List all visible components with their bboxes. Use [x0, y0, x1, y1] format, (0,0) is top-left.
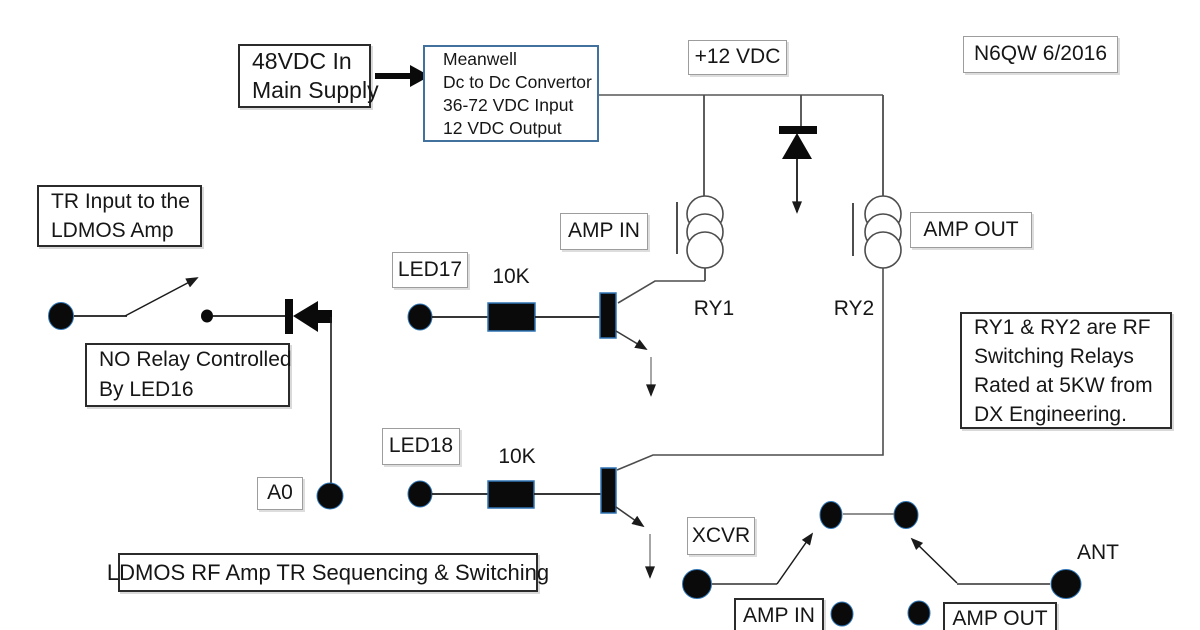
switch-contact-dot: [201, 309, 213, 323]
resistor-10k-bottom-label: 10K: [498, 445, 536, 468]
led18-label-box: LED18: [382, 428, 460, 465]
no-relay-note-box: NO Relay Controlled By LED16: [85, 343, 292, 407]
ry1-label: RY1: [693, 297, 735, 320]
relay-note-line: Switching Relays: [974, 344, 1134, 368]
amp-out-top-box: AMP OUT: [910, 212, 1032, 248]
led17-label-box: LED17: [392, 252, 468, 288]
series-diode-icon: [285, 299, 332, 334]
supply-box-line: Main Supply: [252, 77, 379, 103]
author-stamp: N6QW 6/2016: [963, 36, 1118, 73]
xcvr-label-box: XCVR: [687, 517, 755, 555]
tr-input-box: TR Input to the LDMOS Amp: [37, 185, 202, 247]
converter-box-line: Meanwell: [443, 48, 517, 69]
resistor-10k-top-label: 10K: [492, 265, 530, 288]
resistor-10k-top-icon: [487, 302, 536, 332]
relay-pole-right-dot: [893, 501, 919, 529]
transistor-q18-icon: [600, 467, 617, 514]
resistor-10k-bottom-icon: [487, 480, 535, 509]
a0-label-box: A0: [257, 477, 303, 510]
amp-in-bottom-box: AMP IN: [734, 598, 824, 630]
transistor-q17-icon: [599, 292, 617, 339]
no-relay-switch-arm: [124, 277, 199, 317]
rf-switch-arm-right: [910, 537, 958, 584]
tr-input-box-line: LDMOS Amp: [51, 219, 174, 242]
amp-out-bottom-box: AMP OUT: [943, 602, 1057, 630]
amp-in-throw-dot: [830, 601, 854, 627]
tr-input-box-line: TR Input to the: [51, 190, 190, 213]
amp-out-throw-dot: [907, 600, 931, 626]
no-relay-note-line: NO Relay Controlled: [99, 348, 292, 371]
supply-box: 48VDC In Main Supply: [238, 44, 379, 108]
relay-coil-ry2-icon: [852, 195, 902, 269]
ant-terminal-dot: [1050, 569, 1082, 599]
rf-switch-arm-left: [776, 532, 814, 585]
no-relay-note-line: By LED16: [99, 378, 194, 401]
q17-collector-wire: [617, 280, 705, 304]
converter-box: Meanwell Dc to Dc Convertor 36-72 VDC In…: [423, 45, 599, 142]
relay-note-line: Rated at 5KW from: [974, 373, 1153, 397]
diagram-title-box: LDMOS RF Amp TR Sequencing & Switching: [107, 553, 549, 592]
led17-terminal-dot: [407, 303, 433, 331]
xcvr-terminal-dot: [682, 569, 712, 599]
led18-terminal-dot: [407, 480, 433, 508]
tr-input-terminal-dot: [48, 302, 74, 330]
amp-in-top-box: AMP IN: [560, 213, 648, 250]
relay-pole-left-dot: [819, 501, 843, 529]
a0-terminal-dot: [316, 482, 344, 510]
q18-collector-wire: [616, 268, 884, 471]
supply-box-line: 48VDC In: [252, 48, 352, 74]
converter-box-line: Dc to Dc Convertor: [443, 71, 592, 92]
relay-note-line: RY1 & RY2 are RF: [974, 315, 1151, 339]
ant-label: ANT: [1077, 541, 1119, 564]
relay-note-box: RY1 & RY2 are RF Switching Relays Rated …: [960, 312, 1172, 429]
relay-note-line: DX Engineering.: [974, 402, 1127, 426]
rail-12v-label: +12 VDC: [688, 40, 787, 75]
converter-box-line: 36-72 VDC Input: [443, 94, 574, 115]
supply-arrow-head: [410, 65, 430, 87]
ry2-label: RY2: [833, 297, 875, 320]
q17-emitter-wire: [615, 330, 648, 350]
relay-coil-ry1-icon: [676, 195, 724, 269]
converter-box-line: 12 VDC Output: [443, 117, 562, 138]
flyback-diode-icon: [779, 126, 817, 214]
q18-emitter-wire: [615, 506, 645, 528]
